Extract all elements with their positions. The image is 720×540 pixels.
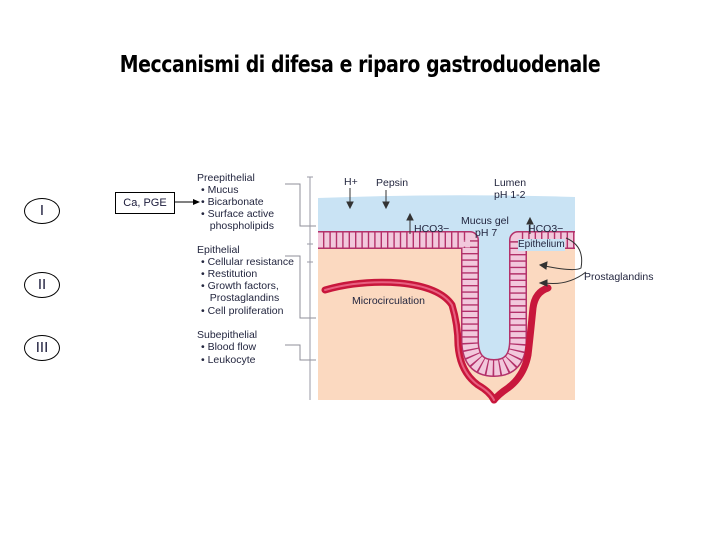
lumen-label: Lumen (494, 177, 526, 189)
prostaglandins-label: Prostaglandins (584, 271, 653, 283)
preepithelial-item: • Bicarbonate (201, 196, 264, 208)
depth-axis (307, 177, 313, 400)
preepithelial-item: phospholipids (201, 220, 274, 232)
hco3-left-label: HCO3− (414, 223, 449, 235)
mucus-gel-label: Mucus gel (461, 215, 509, 227)
subepithelial-item: • Leukocyte (201, 354, 255, 366)
tissue-layer (318, 240, 575, 400)
preepithelial-heading: Preepithelial (197, 172, 255, 184)
epithelial-item: • Cellular resistance (201, 256, 294, 268)
pepsin-label: Pepsin (376, 177, 408, 189)
microcirculation-label: Microcirculation (352, 295, 425, 307)
subepithelial-heading: Subepithelial (197, 329, 257, 341)
epithelial-heading: Epithelial (197, 244, 240, 256)
epithelial-item: • Cell proliferation (201, 305, 283, 317)
hco3-right-label: HCO3− (528, 223, 563, 235)
epithelium-label: Epithelium (518, 239, 565, 251)
mucus-ph-label: pH 7 (475, 227, 497, 239)
lumen-ph-label: pH 1-2 (494, 189, 526, 201)
epithelial-item: • Restitution (201, 268, 257, 280)
ca-arrow (174, 199, 200, 205)
h-plus-label: H+ (344, 176, 358, 188)
epithelial-item: Prostaglandins (201, 292, 279, 304)
subepithelial-item: • Blood flow (201, 341, 256, 353)
layer-brackets (285, 184, 316, 360)
preepithelial-item: • Surface active (201, 208, 274, 220)
epithelial-item: • Growth factors, (201, 280, 279, 292)
preepithelial-item: • Mucus (201, 184, 239, 196)
